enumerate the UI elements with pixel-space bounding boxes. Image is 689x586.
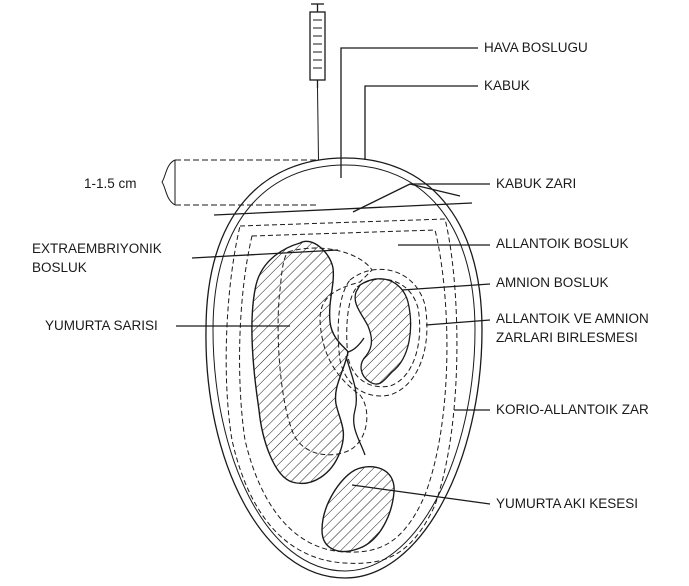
- label-kabuk: KABUK: [484, 78, 530, 93]
- label-yumurta-aki: YUMURTA AKI KESESI: [496, 496, 638, 511]
- label-yumurta-sarisi: YUMURTA SARISI: [45, 318, 158, 333]
- albumen-sac: [322, 467, 394, 552]
- label-amnion-bosluk: AMNION BOSLUK: [496, 275, 609, 290]
- label-extraembriyonik-line1: EXTRAEMBRIYONIK: [32, 241, 162, 256]
- yolk-sac: [252, 241, 348, 483]
- embryo: [355, 279, 411, 384]
- label-allantoik-bosluk: ALLANTOIK BOSLUK: [496, 236, 629, 251]
- label-measurement: 1-1.5 cm: [84, 176, 137, 191]
- label-extraembriyonik-line2: BOSLUK: [32, 260, 87, 275]
- label-allantoik-amnion-line1: ALLANTOIK VE AMNION: [496, 311, 649, 326]
- label-allantoik-amnion-line2: ZARLARI BIRLESMESI: [496, 330, 638, 345]
- label-korio-allantoik: KORIO-ALLANTOIK ZAR: [496, 402, 649, 417]
- syringe-icon: [310, 4, 325, 160]
- label-kabuk-zari: KABUK ZARI: [496, 176, 576, 191]
- label-hava-boslugu: HAVA BOSLUGU: [484, 40, 588, 55]
